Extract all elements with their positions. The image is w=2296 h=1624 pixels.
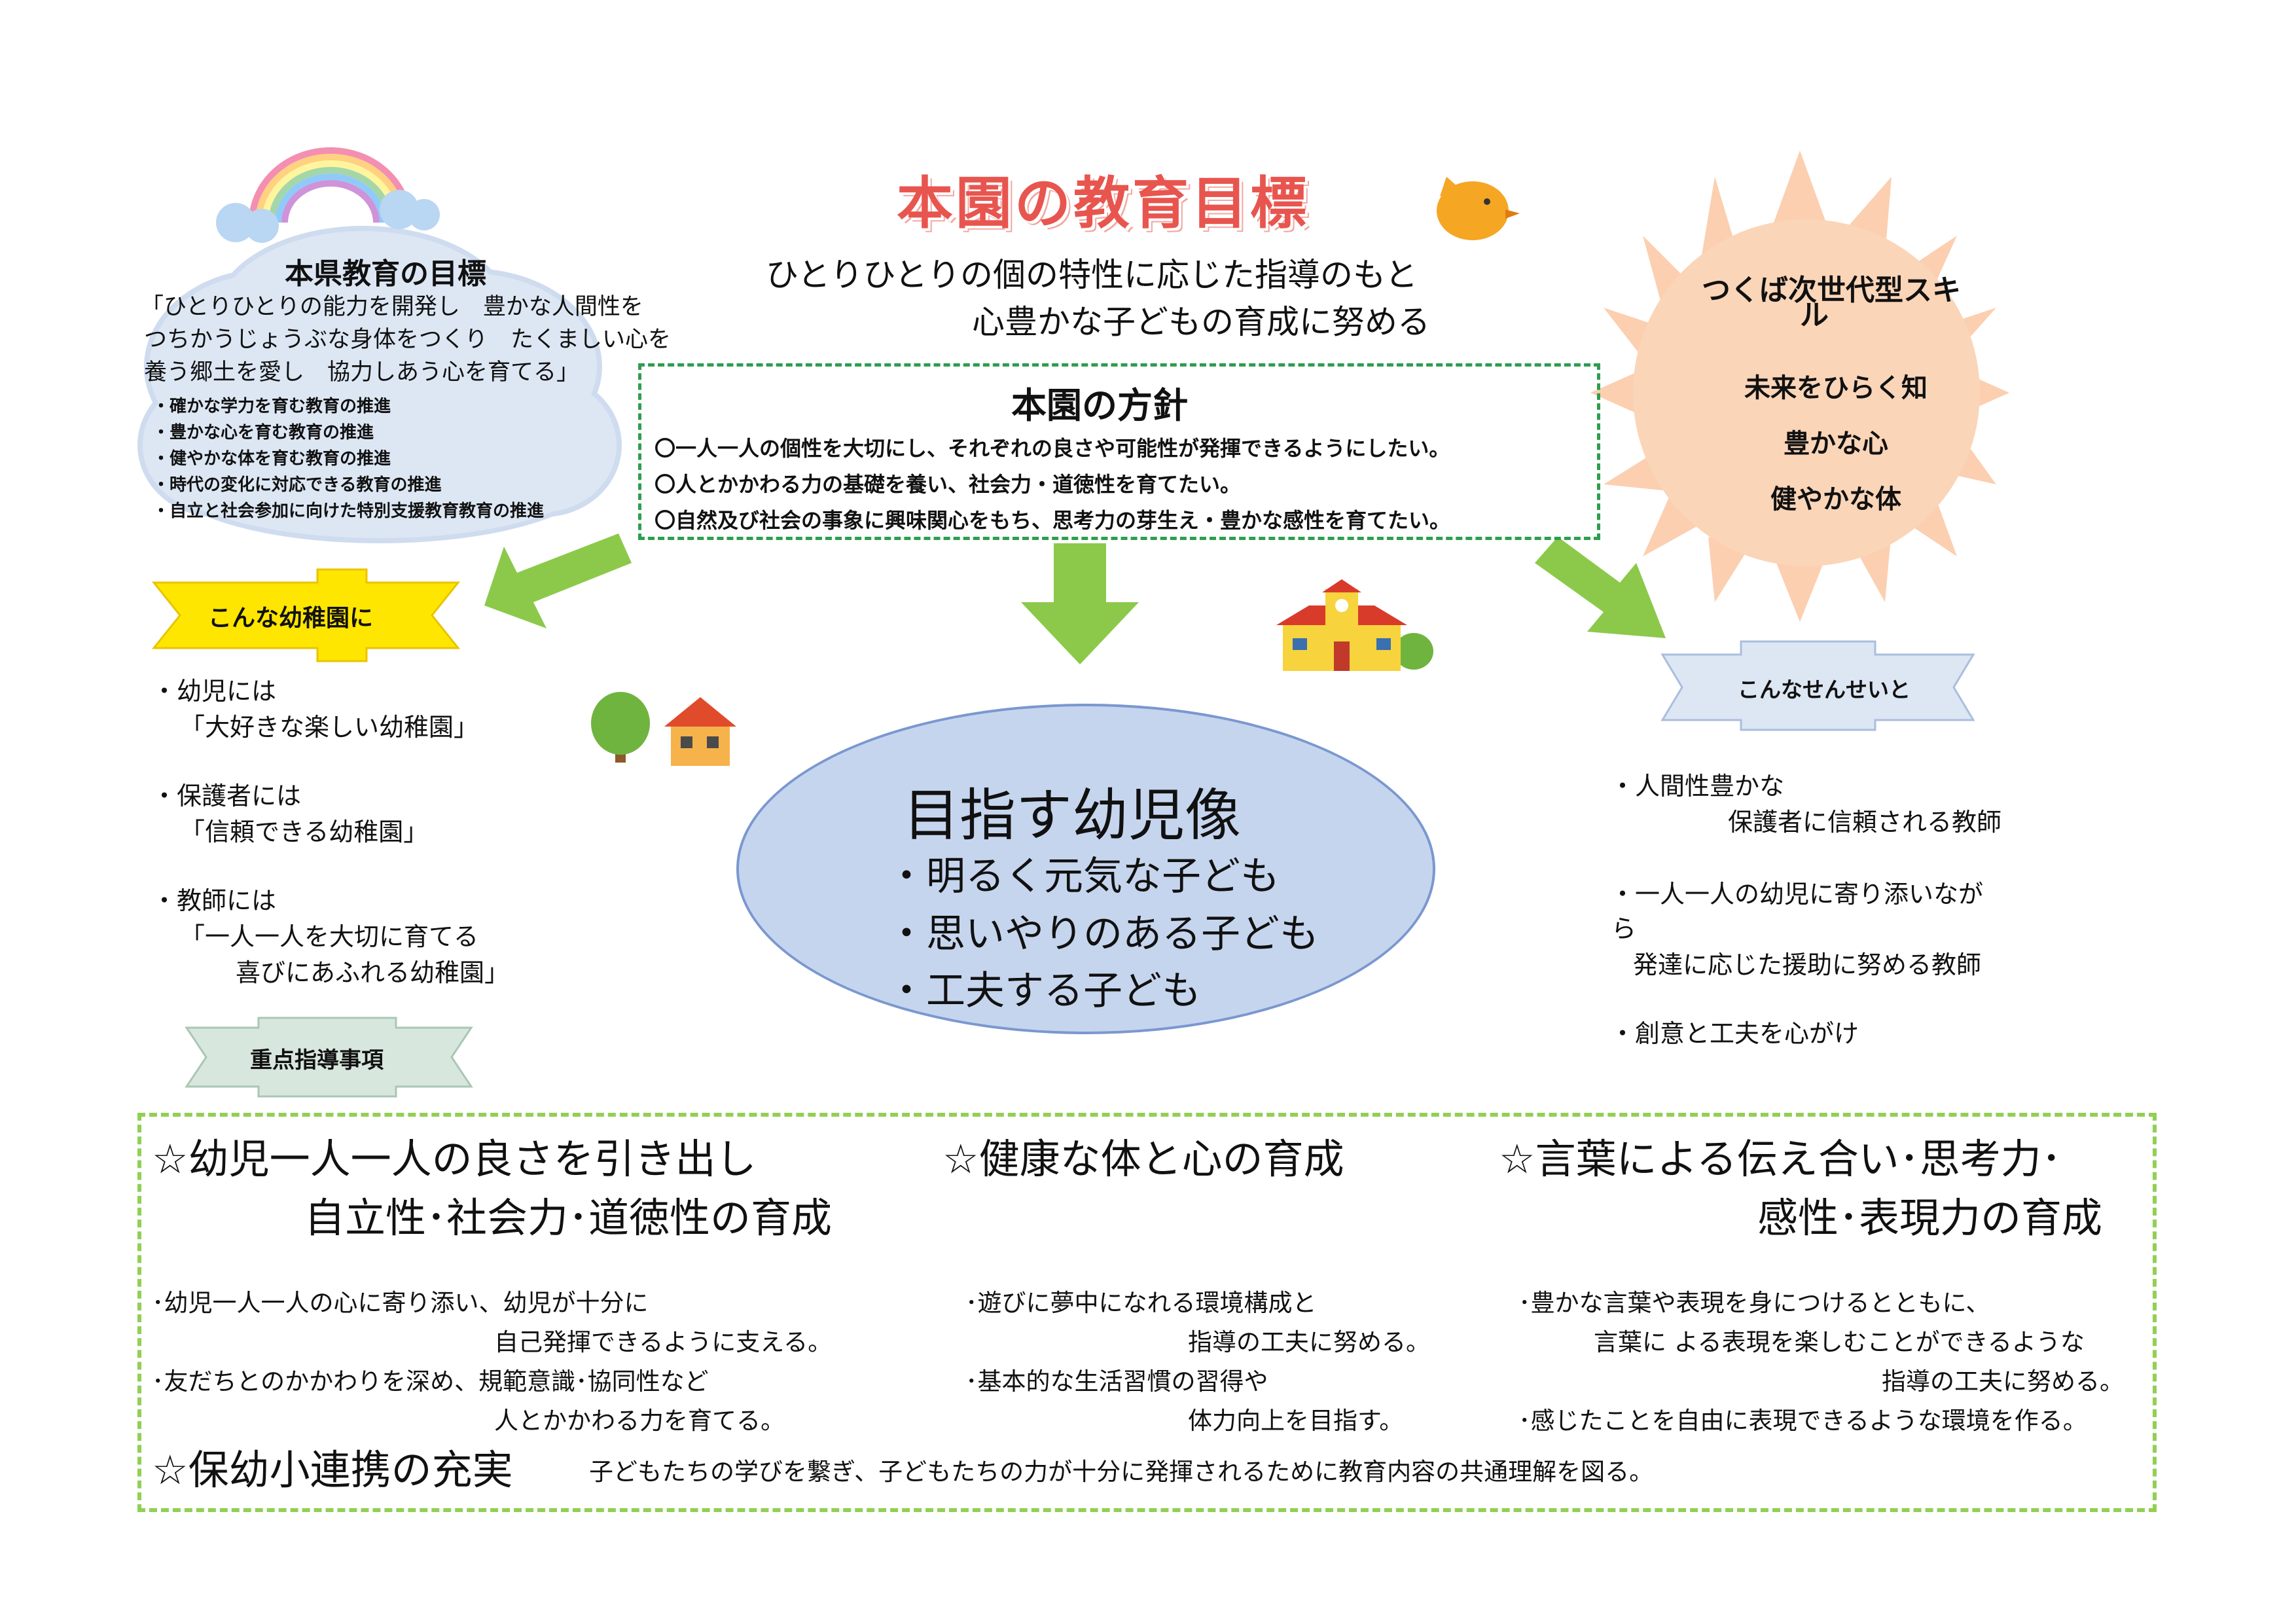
teacher-item: ・創意と工夫を心がけ: [1610, 1019, 1859, 1048]
tree-icon: [591, 692, 650, 763]
policy-item: 〇一人一人の個性を大切にし、それぞれの良さや可能性が発揮できるようにしたい。: [655, 436, 1450, 461]
cloud-shape: [137, 226, 622, 543]
policy-item: 〇自然及び社会の事象に興味関心をもち、思考力の芽生え・豊かな感性を育てたい。: [655, 508, 1451, 533]
goal-child-ellipse: [736, 704, 1435, 1034]
focus-col3-heading: ☆言葉による伝え合い･思考力･: [1499, 1135, 2062, 1183]
prefecture-goal-line: つちかうじょうぶな身体をつくり たくましい心を: [144, 327, 672, 353]
prefecture-goal-title: 本県教育の目標: [285, 257, 486, 291]
goal-child-title: 目指す幼児像: [903, 783, 1241, 848]
goal-child-item: ・思いやりのある子ども: [887, 911, 1319, 957]
focus-banner-shape: [185, 1017, 473, 1098]
kindergarten-item-label: ・教師には: [152, 886, 277, 915]
bird-icon: [1437, 177, 1520, 240]
focus-col1-text: ･友だちとのかかわりを深め、規範意識･協同性など: [152, 1367, 709, 1396]
skills-item: 豊かな心: [1784, 429, 1888, 459]
focus-col3-text: ･豊かな言葉や表現を身につけるとともに、: [1518, 1289, 1990, 1317]
subtitle-line-1: ひとりひとりの個の特性に応じた指導のもと: [766, 256, 1418, 294]
teacher-item: ら: [1611, 914, 1637, 943]
prefecture-goal-line: 「ひとりひとりの能力を開発し 豊かな人間性を: [141, 294, 643, 320]
kindergarten-item-label: ・保護者には: [152, 782, 302, 810]
focus-col2-text: 体力向上を目指す。: [1188, 1407, 1404, 1435]
skills-title-line-1: つくば次世代型スキ: [1702, 274, 1961, 307]
focus-col3-text: ･感じたことを自由に表現できるような環境を作る。: [1518, 1407, 2087, 1435]
policy-box: [638, 363, 1600, 540]
kindergarten-banner: こんな幼稚園に: [208, 605, 374, 632]
skills-title-line-2: ル: [1800, 298, 1829, 332]
focus-col3-heading: 感性･表現力の育成: [1757, 1194, 2103, 1242]
prefecture-goal-item: ・豊かな心を育む教育の推進: [152, 423, 374, 442]
prefecture-goal-item: ・確かな学力を育む教育の推進: [152, 397, 391, 416]
prefecture-goal-item: ・自立と社会参加に向けた特別支援教育教育の推進: [152, 501, 545, 521]
kindergarten-item-value: 「大好きな楽しい幼稚園」: [180, 713, 479, 742]
prefecture-goal-line: 養う郷土を愛し 協力しあう心を育てる」: [144, 359, 580, 386]
focus-col3-text: 言葉に よる表現を楽しむことができるような: [1594, 1328, 2085, 1356]
arrow-left-icon: [484, 533, 632, 628]
renkei-text: 子どもたちの学びを繋ぎ、子どもたちの力が十分に発揮されるために教育内容の共通理解…: [589, 1458, 1654, 1486]
teacher-banner: こんなせんせいと: [1738, 677, 1910, 702]
focus-col1-text: 自己発揮できるように支える。: [494, 1328, 833, 1356]
policy-title: 本園の方針: [1011, 385, 1188, 426]
kindergarten-item-label: ・幼児には: [152, 677, 277, 706]
school-icon: [1276, 579, 1433, 671]
kindergarten-item-value: 「信頼できる幼稚園」: [180, 818, 429, 846]
blue-banner-shape: [1660, 640, 1975, 731]
focus-col1-text: ･幼児一人一人の心に寄り添い、幼児が十分に: [152, 1289, 649, 1317]
teacher-item: 発達に応じた援助に努める教師: [1633, 950, 1982, 979]
focus-col3-text: 指導の工夫に努める。: [1882, 1367, 2124, 1396]
renkei-heading: ☆保幼小連携の充実: [152, 1446, 513, 1494]
focus-col1-heading: 自立性･社会力･道徳性の育成: [304, 1194, 833, 1242]
skills-item: 未来をひらく知: [1744, 373, 1928, 403]
arrow-down-icon: [1021, 543, 1139, 664]
arrow-right-icon: [1535, 537, 1666, 638]
goal-child-item: ・明るく元気な子ども: [887, 854, 1280, 899]
focus-col1-heading: ☆幼児一人一人の良さを引き出し: [152, 1135, 757, 1183]
focus-col2-text: 指導の工夫に努める。: [1188, 1328, 1430, 1356]
focus-col2-text: ･遊びに夢中になれる環境構成と: [965, 1289, 1317, 1317]
skills-item: 健やかな体: [1770, 484, 1901, 514]
prefecture-goal-item: ・健やかな体を育む教育の推進: [152, 449, 391, 469]
rainbow-icon: [216, 147, 440, 243]
focus-box: [137, 1113, 2157, 1512]
kindergarten-item-value: 喜びにあふれる幼稚園」: [236, 958, 510, 987]
skills-title: つくば次世代型スキ ル: [1702, 274, 1961, 332]
goal-child-item: ・工夫する子ども: [887, 968, 1201, 1014]
sun-shape: [1590, 151, 2009, 622]
focus-col2-text: ･基本的な生活習慣の習得や: [965, 1367, 1268, 1396]
yellow-banner-shape: [151, 568, 461, 662]
policy-item: 〇人とかかわる力の基礎を養い、社会力・道徳性を育てたい。: [655, 472, 1242, 497]
prefecture-goal-item: ・時代の変化に対応できる教育の推進: [152, 475, 442, 495]
teacher-item: 保護者に信頼される教師: [1728, 808, 2002, 837]
focus-banner: 重点指導事項: [250, 1047, 384, 1074]
kindergarten-item-value: 「一人一人を大切に育てる: [180, 922, 479, 951]
focus-col2-heading: ☆健康な体と心の育成: [942, 1135, 1344, 1183]
page-title: 本園の教育目標: [897, 171, 1309, 236]
house-icon: [664, 697, 736, 766]
teacher-item: ・人間性豊かな: [1610, 772, 1785, 801]
focus-col1-text: 人とかかわる力を育てる。: [494, 1407, 785, 1435]
subtitle-line-2: 心豊かな子どもの育成に努める: [972, 303, 1430, 341]
teacher-item: ・一人一人の幼児に寄り添いなが: [1610, 880, 1984, 909]
